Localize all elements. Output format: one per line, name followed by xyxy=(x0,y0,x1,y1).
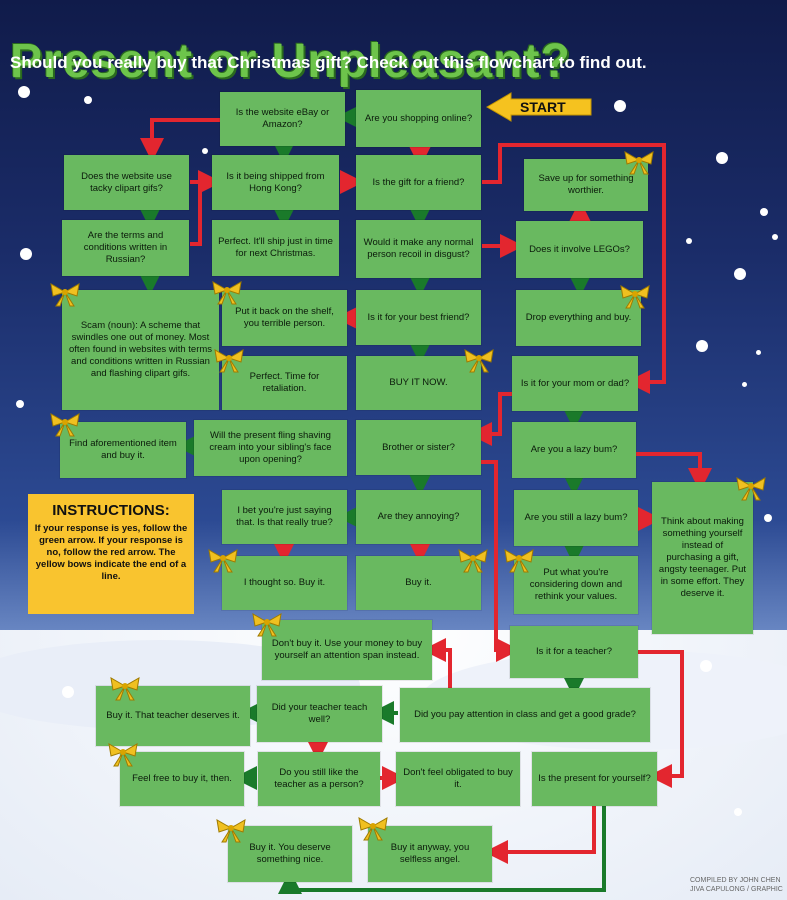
page-subtitle: Should you really buy that Christmas gif… xyxy=(10,53,647,72)
snowflake xyxy=(734,268,746,280)
bow-icon xyxy=(208,549,238,573)
bow-icon xyxy=(212,281,242,305)
no-arrow xyxy=(484,806,596,864)
no-arrow xyxy=(468,392,512,446)
node-buy-it: Buy it. xyxy=(356,556,481,610)
snowflake xyxy=(772,234,778,240)
snowflake xyxy=(84,96,92,104)
bow-icon xyxy=(458,549,488,573)
bow-icon xyxy=(110,677,140,701)
no-arrow xyxy=(482,143,666,394)
snowflake xyxy=(742,382,747,387)
bow-icon xyxy=(358,817,388,841)
node-thought-so: I thought so. Buy it. xyxy=(222,556,347,610)
node-deserve: Buy it. You deserve something nice. xyxy=(228,826,352,882)
node-find-buy: Find aforementioned item and buy it. xyxy=(60,422,186,478)
bow-icon xyxy=(504,549,534,573)
node-anyway: Buy it anyway, you selfless angel. xyxy=(368,826,492,882)
bow-icon xyxy=(620,285,650,309)
node-brother-sister: Brother or sister? xyxy=(356,420,481,475)
instructions-heading: INSTRUCTIONS: xyxy=(52,502,170,519)
snowflake xyxy=(18,86,30,98)
credit-line: COMPILED BY JOHN CHEN JIVA CAPULONG / GR… xyxy=(690,876,783,894)
node-buy-now: BUY IT NOW. xyxy=(356,356,481,410)
node-perfect-ship: Perfect. It'll ship just in time for nex… xyxy=(212,220,339,276)
node-dont-buy: Don't buy it. Use your money to buy your… xyxy=(262,620,432,680)
no-arrow xyxy=(480,460,520,662)
credit-graphic: JIVA CAPULONG / GRAPHIC xyxy=(690,886,783,894)
node-legos: Does it involve LEGOs? xyxy=(516,221,643,278)
no-arrow xyxy=(636,452,712,492)
bow-icon xyxy=(464,349,494,373)
snowflake xyxy=(760,208,768,216)
snowflake xyxy=(734,808,742,816)
no-arrow xyxy=(422,638,452,688)
instructions-panel: INSTRUCTIONS: If your response is yes, f… xyxy=(28,494,194,614)
instructions-body: If your response is yes, follow the gree… xyxy=(34,523,188,582)
credit-compiler: COMPILED BY JOHN CHEN xyxy=(690,877,781,884)
node-shopping: Are you shopping online? xyxy=(356,90,481,147)
bow-icon xyxy=(50,413,80,437)
bow-icon xyxy=(216,819,246,843)
node-still-like: Do you still like the teacher as a perso… xyxy=(258,752,380,806)
bow-icon xyxy=(108,743,138,767)
node-drop: Drop everything and buy. xyxy=(516,290,641,346)
snowflake xyxy=(20,248,32,260)
node-lazy2: Are you still a lazy bum? xyxy=(514,490,638,546)
no-arrow xyxy=(140,118,220,162)
bow-icon xyxy=(624,151,654,175)
snowflake xyxy=(756,350,761,355)
no-arrow xyxy=(190,182,202,246)
node-yourself: Is the present for yourself? xyxy=(532,752,657,806)
node-mom-dad: Is it for your mom or dad? xyxy=(512,356,638,411)
node-teacher: Is it for a teacher? xyxy=(510,626,638,678)
snowflake xyxy=(202,148,208,154)
node-friend: Is the gift for a friend? xyxy=(356,155,481,210)
bow-icon xyxy=(214,349,244,373)
node-annoying: Are they annoying? xyxy=(356,490,481,544)
node-attention: Did you pay attention in class and get a… xyxy=(400,688,650,742)
no-arrow xyxy=(638,650,684,788)
node-website: Is the website eBay or Amazon? xyxy=(220,92,345,146)
yes-arrow xyxy=(278,806,606,894)
node-feel-free: Feel free to buy it, then. xyxy=(120,752,244,806)
snowflake xyxy=(764,514,772,522)
node-russian: Are the terms and conditions written in … xyxy=(62,220,189,276)
node-buy-teacher: Buy it. That teacher deserves it. xyxy=(96,686,250,746)
node-save-up: Save up for something worthier. xyxy=(524,159,648,211)
snowflake xyxy=(686,238,692,244)
node-think: Think about making something yourself in… xyxy=(652,482,753,634)
bow-icon xyxy=(736,477,766,501)
start-label: START xyxy=(520,99,566,115)
bow-icon xyxy=(50,283,80,307)
node-saying: I bet you're just saying that. Is that r… xyxy=(222,490,347,544)
start-arrow-icon xyxy=(486,92,592,122)
node-best-friend: Is it for your best friend? xyxy=(356,290,481,345)
snowflake xyxy=(16,400,24,408)
node-fling: Will the present fling shaving cream int… xyxy=(194,420,347,476)
snowflake xyxy=(62,686,74,698)
page-title: Present or Unpleasant? xyxy=(10,35,571,89)
node-lazy1: Are you a lazy bum? xyxy=(512,422,636,478)
bow-icon xyxy=(252,613,282,637)
node-scam: Scam (noun): A scheme that swindles one … xyxy=(62,290,219,410)
node-recoil: Would it make any normal person recoil i… xyxy=(356,220,481,278)
node-clipart: Does the website use tacky clipart gifs? xyxy=(64,155,189,210)
node-put-back: Put it back on the shelf, you terrible p… xyxy=(222,290,347,346)
snowflake xyxy=(614,100,626,112)
node-retaliation: Perfect. Time for retaliation. xyxy=(222,356,347,410)
node-teach-well: Did your teacher teach well? xyxy=(257,686,382,742)
node-hongkong: Is it being shipped from Hong Kong? xyxy=(212,155,339,210)
node-dont-feel: Don't feel obligated to buy it. xyxy=(396,752,520,806)
snowflake xyxy=(716,152,728,164)
snowflake xyxy=(696,340,708,352)
snowflake xyxy=(700,660,712,672)
start-marker: START xyxy=(485,92,593,122)
node-reconsider: Put what you're considering down and ret… xyxy=(514,556,638,614)
